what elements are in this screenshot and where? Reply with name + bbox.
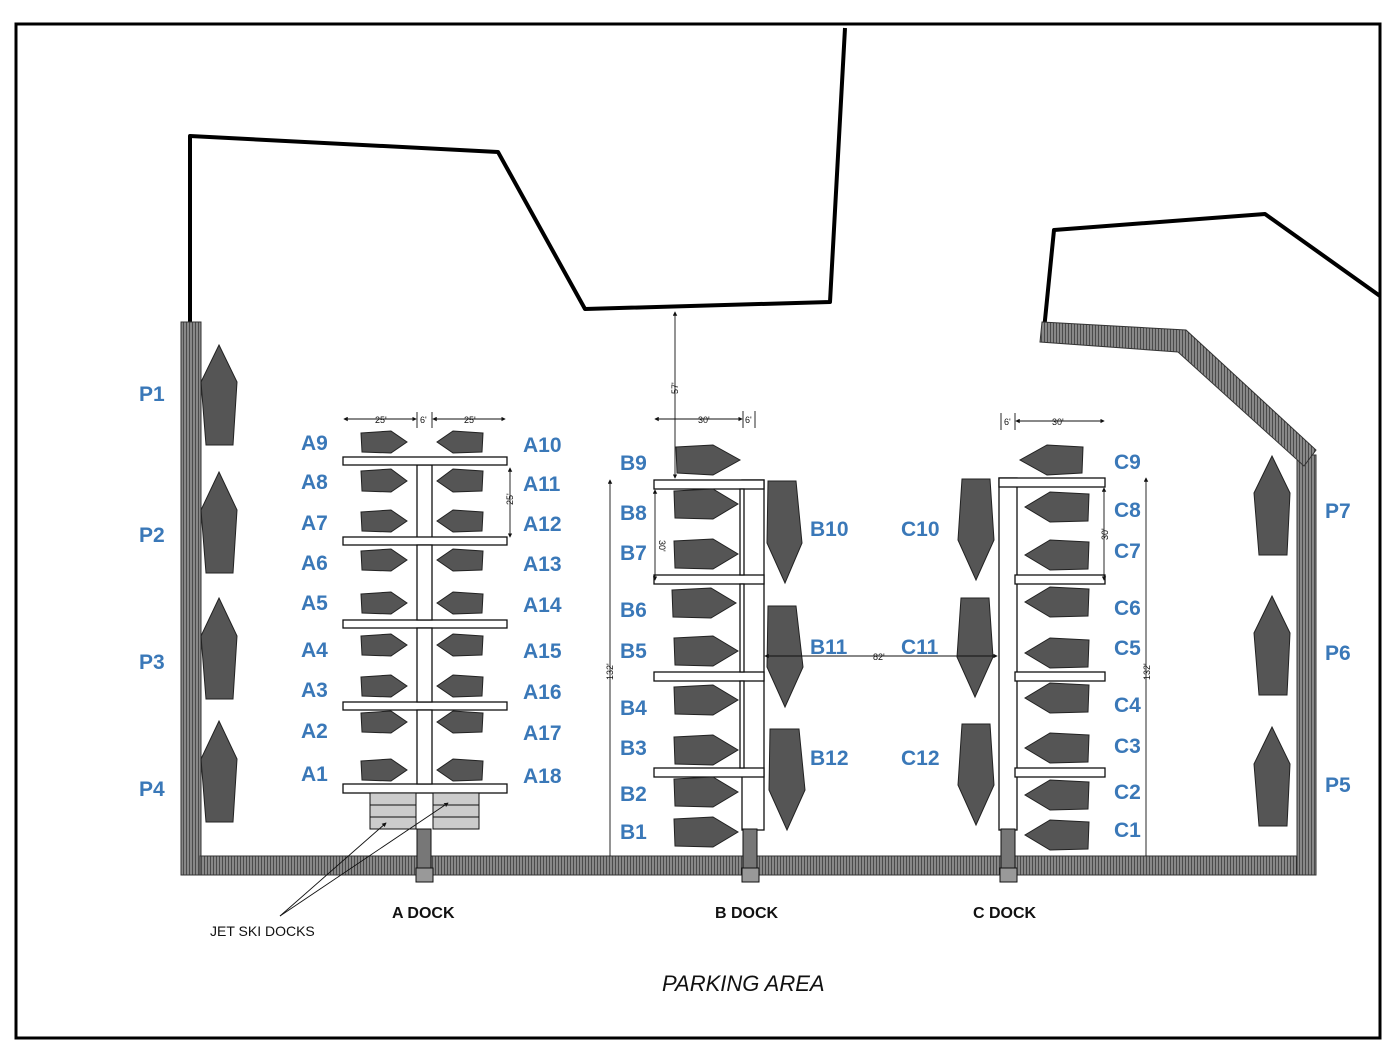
slip-label-b6: B6 — [620, 599, 647, 622]
slip-label-a4: A4 — [301, 639, 328, 662]
dock-label-b: B DOCK — [715, 905, 779, 922]
slip-label-c11: C11 — [901, 636, 939, 659]
a-dock — [342, 456, 508, 883]
slip-label-c3: C3 — [1114, 735, 1141, 758]
boats-c — [1018, 444, 1090, 851]
slip-label-b7: B7 — [620, 542, 647, 565]
shoreline-left — [188, 27, 847, 322]
slip-label-b3: B3 — [620, 737, 647, 760]
dim-c-slip: 30' — [1052, 417, 1064, 427]
dim-c-walk: 6' — [1004, 417, 1011, 427]
slip-label-p5: P5 — [1325, 774, 1351, 797]
slip-label-c7: C7 — [1114, 540, 1141, 563]
slip-label-a11: A11 — [523, 473, 561, 496]
dim-a-walk: 6' — [420, 415, 427, 425]
boats-a-right — [436, 430, 484, 782]
slip-label-a1: A1 — [301, 763, 328, 786]
slip-label-a7: A7 — [301, 512, 328, 535]
boats-b-end — [766, 480, 806, 832]
slip-label-c2: C2 — [1114, 781, 1141, 804]
dim-b-slip: 30' — [698, 415, 710, 425]
dock-label-a: A DOCK — [392, 905, 455, 922]
dim-b-spacing: 30' — [657, 540, 667, 552]
slip-labels-a-left: A9 A8 A7 A6 A5 A4 A3 A2 A1 — [301, 432, 328, 786]
slip-label-a6: A6 — [301, 552, 328, 575]
slip-label-b4: B4 — [620, 697, 647, 720]
boats-c-end — [956, 478, 995, 827]
dim-b-walk: 6' — [745, 415, 752, 425]
slip-label-b2: B2 — [620, 783, 647, 806]
slip-label-a5: A5 — [301, 592, 328, 615]
boats-b — [671, 444, 742, 848]
slip-label-c9: C9 — [1114, 451, 1141, 474]
dock-label-c: C DOCK — [973, 905, 1037, 922]
slip-label-p2: P2 — [139, 524, 165, 547]
slip-label-p4: P4 — [139, 778, 165, 801]
slip-label-a15: A15 — [523, 640, 562, 663]
slip-label-c1: C1 — [1114, 819, 1141, 842]
jet-ski-docks-label: JET SKI DOCKS — [210, 923, 315, 939]
slip-label-p6: P6 — [1325, 642, 1351, 665]
slip-label-p7: P7 — [1325, 500, 1351, 523]
slip-label-a16: A16 — [523, 681, 562, 704]
dim-b-length: 132' — [605, 663, 615, 680]
bulkhead-west — [180, 321, 202, 876]
slip-labels-b: B9 B8 B7 B6 B5 B4 B3 B2 B1 B10 B11 B12 — [620, 452, 849, 844]
slip-label-c8: C8 — [1114, 499, 1141, 522]
slip-label-c12: C12 — [901, 747, 940, 770]
slip-label-b5: B5 — [620, 640, 647, 663]
slip-label-b12: B12 — [810, 747, 849, 770]
slip-label-a14: A14 — [523, 594, 562, 617]
slip-label-a12: A12 — [523, 513, 562, 536]
shoreline-right — [1042, 212, 1382, 331]
slip-label-a10: A10 — [523, 434, 562, 457]
c-dock — [998, 477, 1106, 883]
slip-label-p1: P1 — [139, 383, 165, 406]
boats-p-east — [1253, 454, 1291, 827]
bulkhead-northeast — [1039, 321, 1317, 467]
slip-label-b11: B11 — [810, 636, 848, 659]
dim-a-spacing: 25' — [505, 493, 515, 505]
jet-ski-dock-left — [369, 792, 417, 830]
property-boundary — [14, 22, 1382, 1040]
slip-label-c5: C5 — [1114, 637, 1141, 660]
boats-p-west — [200, 343, 238, 823]
dim-b-to-c: 82' — [873, 652, 885, 662]
slip-label-c6: C6 — [1114, 597, 1141, 620]
slip-label-b9: B9 — [620, 452, 647, 475]
slip-labels-c: C10 C11 C12 C9 C8 C7 C6 C5 C4 C3 C2 C1 — [901, 451, 1141, 842]
slip-label-p3: P3 — [139, 651, 165, 674]
slip-label-b1: B1 — [620, 821, 647, 844]
boats-a-left — [360, 430, 408, 782]
slip-label-a8: A8 — [301, 471, 328, 494]
slip-label-a18: A18 — [523, 765, 562, 788]
jet-ski-dock-right — [432, 792, 480, 830]
slip-label-c4: C4 — [1114, 694, 1141, 717]
bulkhead-east — [1296, 454, 1317, 876]
dim-b-to-shore: 57' — [670, 382, 680, 394]
slip-label-b10: B10 — [810, 518, 849, 541]
dim-a-slip-right: 25' — [464, 415, 476, 425]
slip-label-a3: A3 — [301, 679, 328, 702]
slip-label-a9: A9 — [301, 432, 328, 455]
slip-label-c10: C10 — [901, 518, 940, 541]
slip-labels-a-right: A10 A11 A12 A13 A14 A15 A16 A17 A18 — [523, 434, 562, 788]
b-dock — [653, 479, 765, 883]
parking-area-label: PARKING AREA — [662, 971, 825, 996]
slip-label-b8: B8 — [620, 502, 647, 525]
dim-c-length: 132' — [1142, 663, 1152, 680]
dimension-lines — [343, 311, 1149, 856]
dim-c-spacing: 30' — [1100, 528, 1110, 540]
dim-a-slip-left: 25' — [375, 415, 387, 425]
slip-label-a17: A17 — [523, 722, 562, 745]
slip-labels-p: P1 P2 P3 P4 P7 P6 P5 — [139, 383, 1351, 801]
slip-label-a2: A2 — [301, 720, 328, 743]
slip-label-a13: A13 — [523, 553, 562, 576]
